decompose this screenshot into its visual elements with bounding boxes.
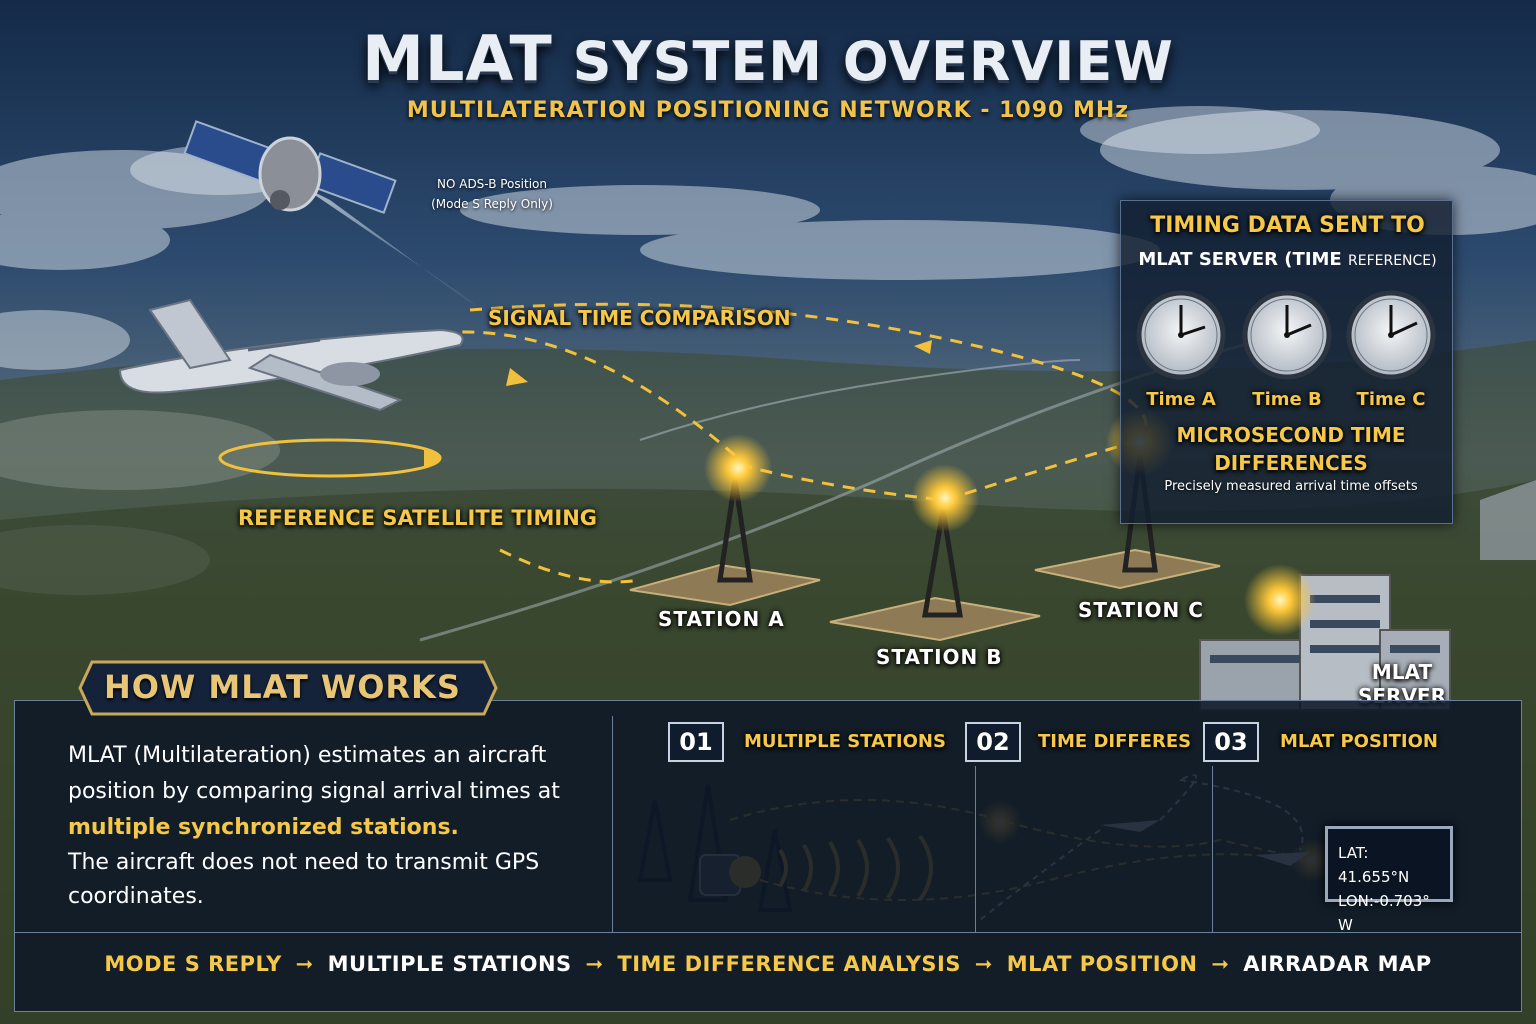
arrow-right-icon: ➞ — [974, 952, 993, 976]
satellite-note-line2: (Mode S Reply Only) — [431, 197, 553, 211]
clock-label-c: Time C — [1356, 389, 1426, 410]
signal-time-comparison-label: SIGNAL TIME COMPARISON — [488, 306, 791, 330]
clock-label-a: Time A — [1146, 389, 1216, 410]
flow-step-5: AIRRADAR MAP — [1243, 952, 1432, 976]
micro-line2: DIFFERENCES — [1214, 451, 1368, 475]
how-badge-frame — [78, 660, 498, 716]
timing-panel-subtitle: MLAT SERVER (TIME REFERENCE) — [1121, 249, 1454, 270]
arrow-right-icon: ➞ — [585, 952, 604, 976]
step-number-1: 01 — [668, 722, 724, 762]
how-mlat-works-heading: HOW MLAT WORKS — [104, 668, 461, 706]
timing-data-panel: TIMING DATA SENT TO MLAT SERVER (TIME RE… — [1120, 200, 1453, 524]
micro-line1: MICROSECOND TIME — [1176, 423, 1406, 447]
longitude-value: LON:-0.703° W — [1338, 892, 1430, 934]
clock-time-c: Time C — [1345, 289, 1437, 410]
divider — [14, 932, 1522, 933]
process-flow: MODE S REPLY ➞ MULTIPLE STATIONS ➞ TIME … — [0, 952, 1536, 976]
satellite-note: NO ADS-B Position (Mode S Reply Only) — [412, 174, 572, 214]
flow-step-2: MULTIPLE STATIONS — [327, 952, 572, 976]
reference-satellite-timing-label: REFERENCE SATELLITE TIMING — [238, 506, 597, 530]
latitude-value: LAT: 41.655°N — [1338, 844, 1410, 886]
gps-note: The aircraft does not need to transmit G… — [68, 850, 540, 909]
aircraft-icon — [118, 298, 464, 412]
clock-icon — [1346, 290, 1436, 380]
microsecond-description: Precisely measured arrival time offsets — [1164, 479, 1418, 494]
station-a-label: STATION A — [658, 607, 785, 631]
satellite-note-line1: NO ADS-B Position — [437, 177, 547, 191]
reference-timing-wave — [218, 438, 442, 478]
description-text: MLAT (Multilateration) estimates an airc… — [68, 743, 560, 804]
divider — [975, 766, 976, 932]
coordinates-readout: LAT: 41.655°N LON:-0.703° W — [1325, 826, 1453, 934]
arrow-right-icon: ➞ — [295, 952, 314, 976]
station-b-tower — [829, 464, 1041, 642]
station-b-label: STATION B — [876, 645, 1003, 669]
station-a-tower — [629, 434, 821, 607]
step-label-1: MULTIPLE STATIONS — [744, 731, 946, 752]
clock-label-b: Time B — [1252, 389, 1322, 410]
microsecond-title: MICROSECOND TIME DIFFERENCES — [1121, 421, 1461, 477]
flow-step-1: MODE S REPLY — [104, 952, 282, 976]
step-number-2: 02 — [965, 722, 1021, 762]
timing-subtitle-small: REFERENCE) — [1348, 253, 1437, 269]
step-label-3: MLAT POSITION — [1280, 731, 1438, 752]
satellite-icon — [183, 120, 397, 214]
timing-subtitle-main: MLAT SERVER (TIME — [1138, 249, 1342, 270]
page-subtitle: MULTILATERATION POSITIONING NETWORK - 10… — [406, 98, 1130, 123]
flow-step-4: MLAT POSITION — [1006, 952, 1198, 976]
clock-icon — [1136, 290, 1226, 380]
step-label-2: TIME DIFFERES — [1038, 731, 1192, 752]
flow-step-3: TIME DIFFERENCE ANALYSIS — [617, 952, 961, 976]
title-main: MLAT — [362, 22, 553, 95]
divider — [612, 716, 613, 932]
arrow-right-icon: ➞ — [1211, 952, 1230, 976]
timing-panel-title: TIMING DATA SENT TO — [1150, 213, 1425, 238]
description-highlight: multiple synchronized stations. — [68, 815, 459, 840]
clock-time-a: Time A — [1135, 289, 1227, 410]
step-number-3: 03 — [1203, 722, 1259, 762]
page-title: MLAT SYSTEM OVERVIEW — [0, 22, 1536, 95]
station-c-label: STATION C — [1078, 598, 1204, 622]
clock-icon — [1242, 290, 1332, 380]
title-rest: SYSTEM OVERVIEW — [572, 30, 1174, 93]
server-label-line1: MLAT — [1371, 660, 1433, 684]
how-it-works-panel — [14, 700, 1522, 1012]
mlat-description: MLAT (Multilateration) estimates an airc… — [68, 738, 588, 846]
mlat-server-building — [1199, 480, 1536, 711]
divider — [1212, 766, 1213, 932]
clock-time-b: Time B — [1241, 289, 1333, 410]
